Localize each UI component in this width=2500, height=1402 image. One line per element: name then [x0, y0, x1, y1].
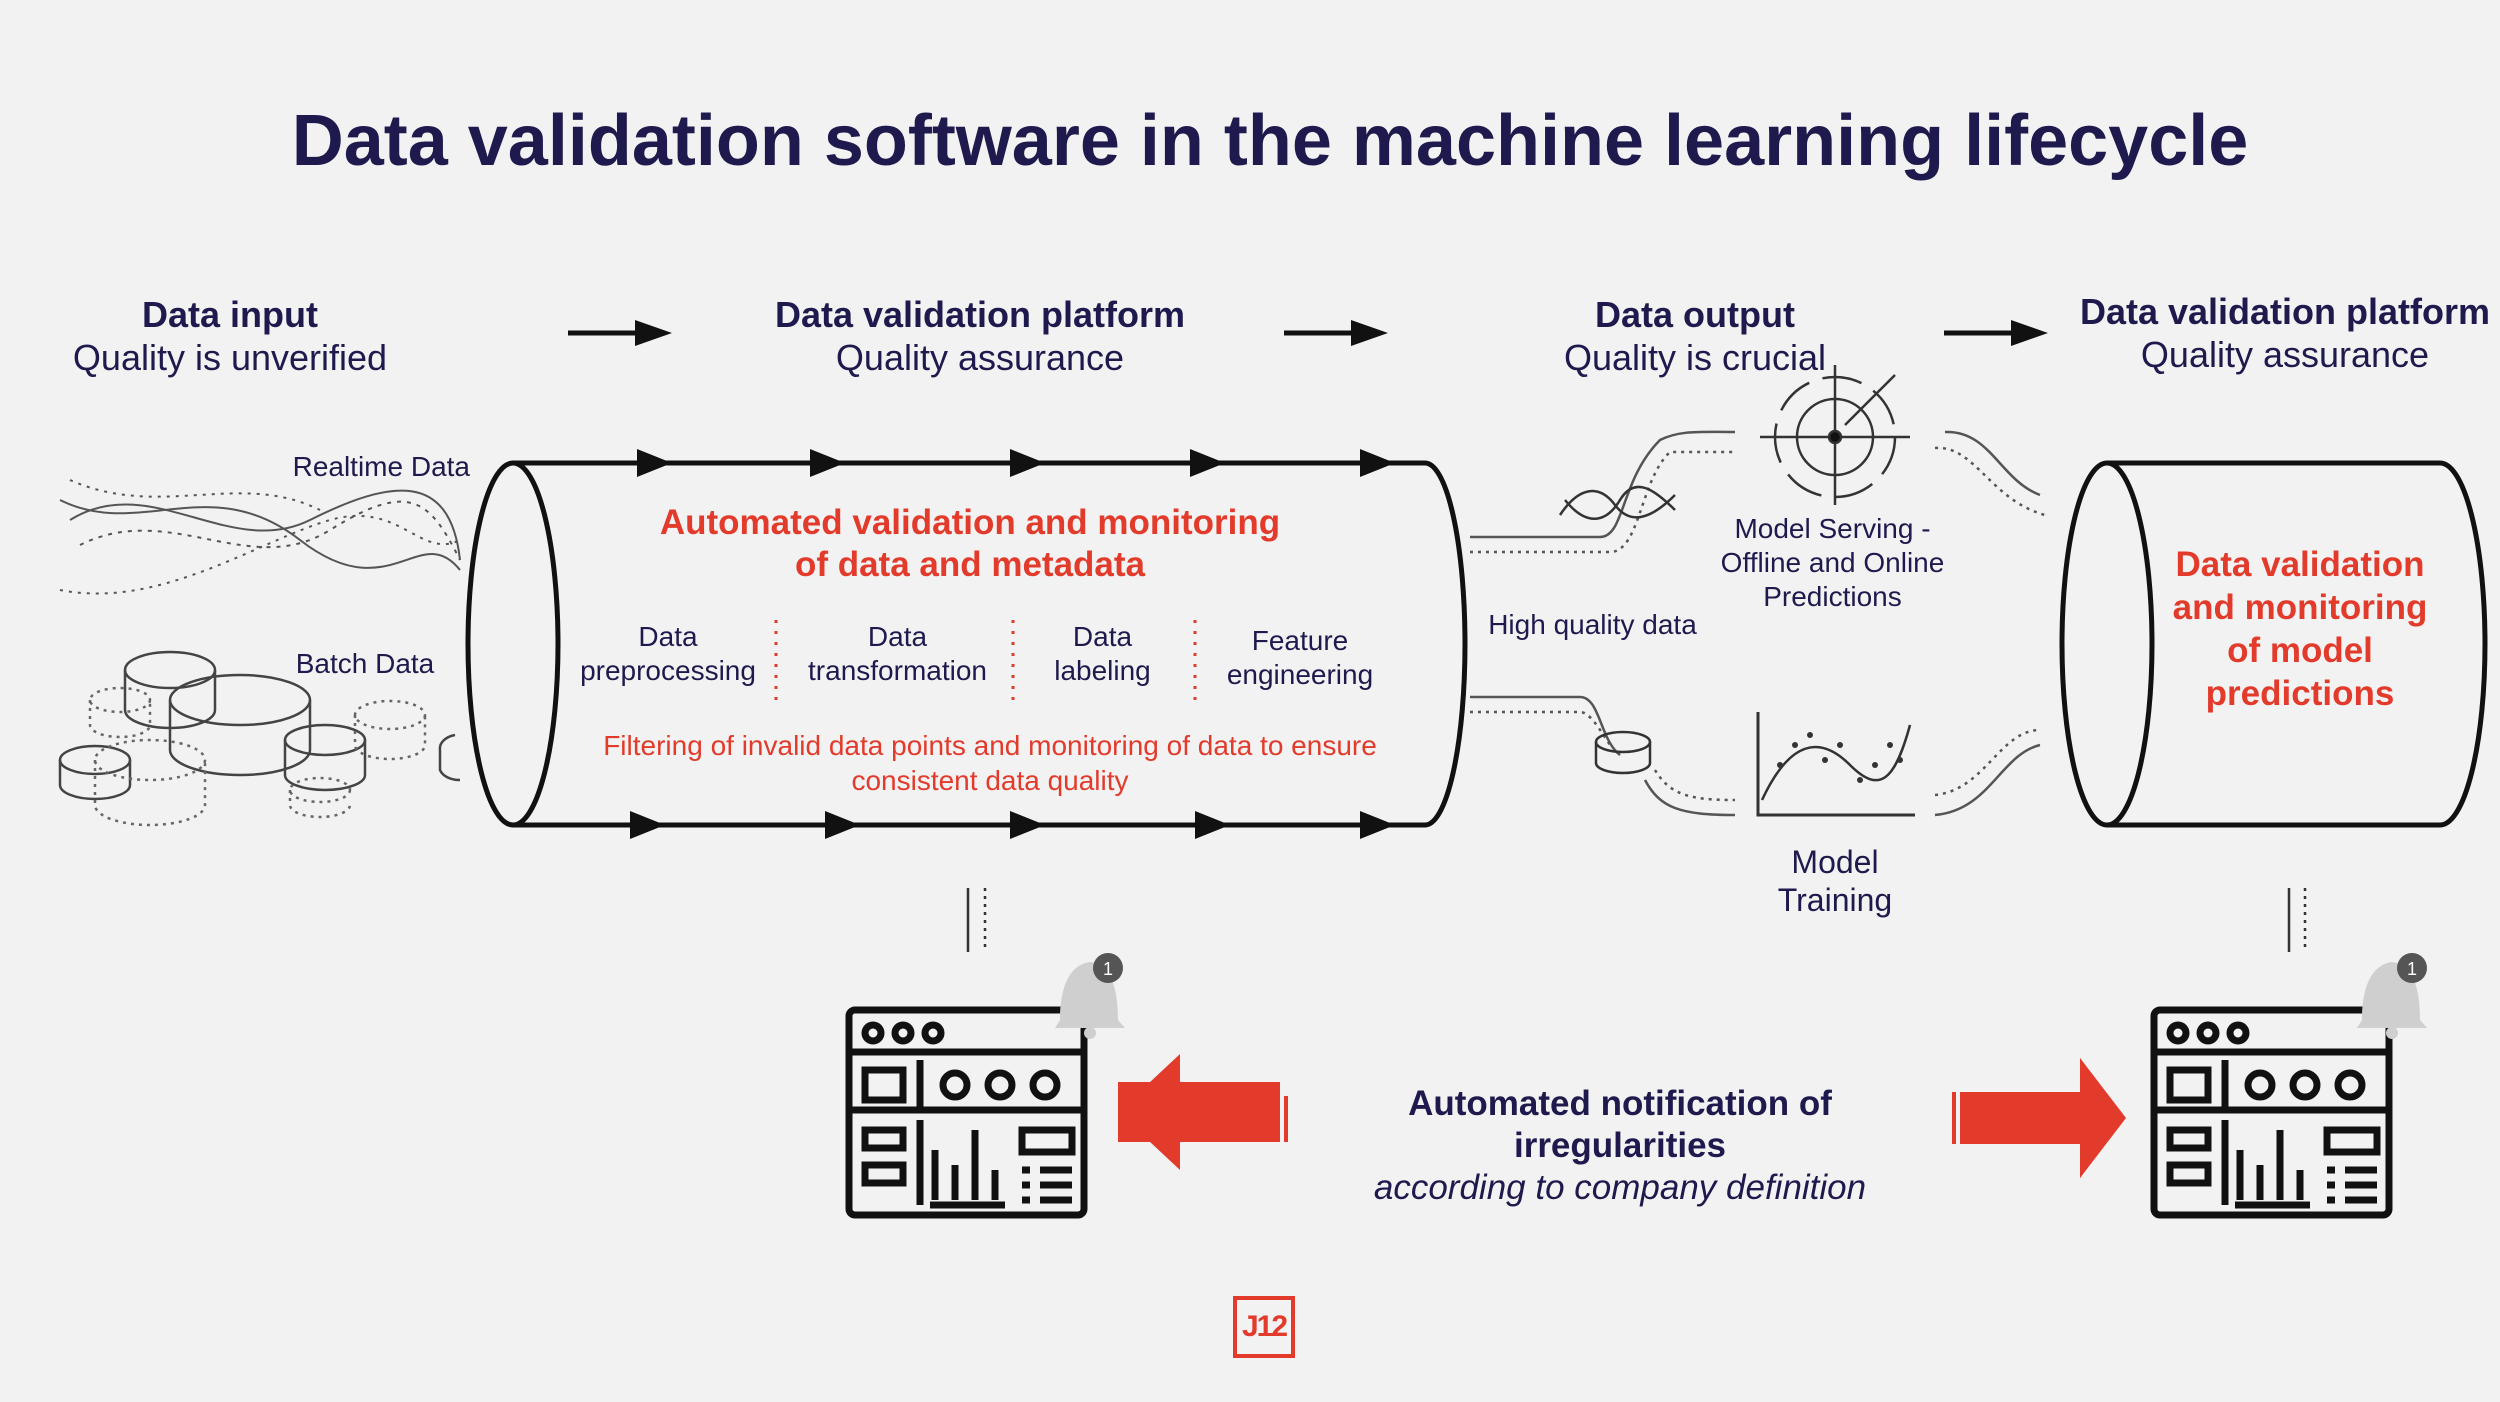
model-monitoring-text: Data validation and monitoring of model … [2150, 543, 2450, 715]
stage-sub: Quality assurance [2140, 334, 2430, 375]
step-preprocessing: Data preprocessing [568, 620, 768, 688]
step-label: Feature [1251, 625, 1349, 656]
bell-icon: 1 [2357, 953, 2427, 1039]
serving-line: Model Serving - [1734, 513, 1931, 544]
bell-badge-count: 1 [1103, 959, 1113, 979]
output-connectors [1470, 430, 2046, 817]
batch-data-label: Batch Data [295, 648, 435, 679]
bell-badge-count: 1 [2407, 959, 2417, 979]
notification-text: Automated notification of irregularities… [1320, 1083, 1920, 1209]
model-serving-label: Model Serving - Offline and Online Predi… [1700, 512, 1965, 614]
stage-heading: Data validation platform [774, 294, 1186, 335]
red-arrow-left-icon [1118, 1054, 1288, 1170]
step-feature-engineering: Feature engineering [1210, 624, 1390, 692]
stage-heading: Data input [142, 294, 318, 335]
filter-line: consistent data quality [851, 765, 1129, 796]
pipeline-headline-line: of data and metadata [794, 545, 1146, 584]
wave-icon [59, 479, 461, 595]
step-labeling: Data labeling [1030, 620, 1175, 688]
training-line: Model [1791, 844, 1879, 880]
database-icon [58, 650, 461, 827]
step-label: transformation [808, 655, 987, 686]
serving-line: Predictions [1763, 581, 1902, 612]
wave-icon [1558, 485, 1676, 520]
stage-sub: Quality is crucial [1563, 337, 1827, 378]
pipeline-headline-line: Automated validation and monitoring [659, 503, 1281, 542]
serving-line: Offline and Online [1720, 547, 1945, 578]
step-label: engineering [1226, 659, 1374, 690]
stage-heading: Data validation platform [2079, 291, 2491, 332]
monitoring-line: of model [2227, 631, 2373, 670]
target-icon [1760, 365, 1910, 505]
company-logo: J12 [1233, 1296, 1295, 1358]
step-label: labeling [1054, 655, 1151, 686]
bell-icon: 1 [1055, 953, 1125, 1039]
training-line: Training [1777, 882, 1893, 918]
notification-line: according to company definition [1373, 1168, 1867, 1207]
stage-data-input: Data input Quality is unverified [30, 293, 430, 379]
monitoring-line: and monitoring [2172, 588, 2428, 627]
monitoring-line: Data validation [2175, 545, 2425, 584]
dashboard-connectors [966, 888, 2307, 952]
step-label: preprocessing [580, 655, 756, 686]
high-quality-data-label: High quality data [1488, 609, 1697, 640]
stage-heading: Data output [1595, 294, 1795, 335]
database-icon [1594, 730, 1652, 775]
scatter-chart-icon [1756, 712, 1915, 817]
model-training-label: Model Training [1735, 843, 1935, 919]
realtime-data-label: Realtime Data [292, 451, 470, 482]
model-monitor-cylinder [2059, 460, 2488, 828]
stage-data-output: Data output Quality is crucial [1495, 293, 1895, 379]
notification-line: Automated notification of [1408, 1084, 1832, 1123]
pipeline-headline: Automated validation and monitoring of d… [570, 502, 1370, 586]
pipeline-arrows [630, 449, 1395, 839]
notification-line: irregularities [1513, 1126, 1727, 1165]
step-label: Data [867, 621, 928, 652]
step-transformation: Data transformation [795, 620, 1000, 688]
pipeline-filter-text: Filtering of invalid data points and mon… [560, 728, 1420, 798]
filter-line: Filtering of invalid data points and mon… [603, 730, 1377, 761]
stage-sub: Quality is unverified [72, 337, 388, 378]
step-separators [774, 620, 1197, 700]
flow-arrow-icon [568, 320, 2048, 346]
step-label: Data [638, 621, 698, 652]
dashboard-icon [845, 1006, 1088, 1219]
page-title: Data validation software in the machine … [291, 101, 2249, 181]
stage-sub: Quality assurance [835, 337, 1125, 378]
monitoring-line: predictions [2205, 674, 2395, 713]
stage-validation-platform: Data validation platform Quality assuran… [730, 293, 1230, 379]
step-label: Data [1072, 621, 1133, 652]
red-arrow-right-icon [1952, 1058, 2126, 1178]
dashboard-icon [2150, 1006, 2393, 1219]
stage-validation-platform-2: Data validation platform Quality assuran… [2070, 290, 2500, 376]
